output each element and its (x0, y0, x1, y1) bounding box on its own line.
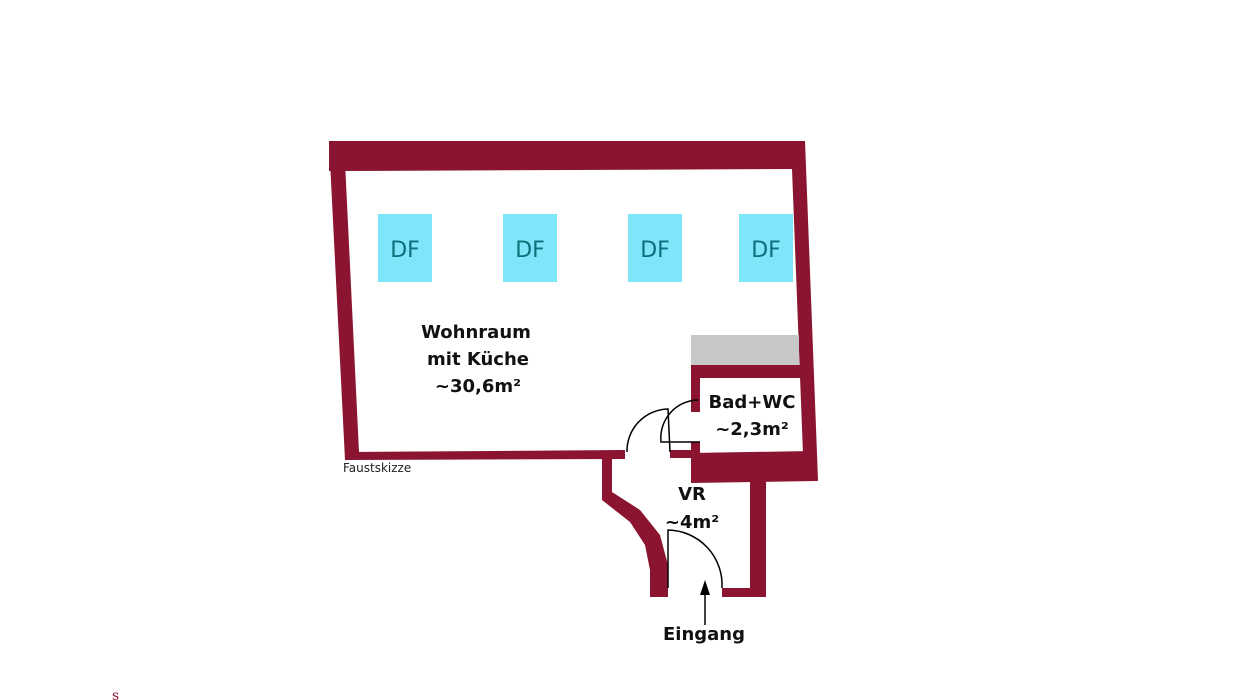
skylight-label: DF (751, 238, 781, 263)
skylight-label: DF (390, 238, 420, 263)
living-door-swing (626, 408, 671, 453)
entrance-arrow-icon (700, 580, 710, 625)
sketch-note: Faustskizze (343, 461, 411, 475)
walls (329, 141, 818, 597)
skylight (739, 214, 793, 282)
skylights: DF DF DF DF (378, 214, 793, 282)
bath-bottom-block (691, 451, 818, 483)
skylight-label: DF (515, 238, 545, 263)
left-wall (329, 141, 359, 460)
skylight (378, 214, 432, 282)
entrance-door-swing (667, 529, 723, 589)
living-room-name-2: mit Küche (427, 349, 529, 370)
vr-right-wall (722, 480, 766, 597)
bath-top-wall (691, 365, 806, 378)
bath-name: Bad+WC (709, 392, 796, 413)
skylight-label: DF (640, 238, 670, 263)
corner-mark: s (112, 688, 119, 700)
living-room-name: Wohnraum (421, 322, 531, 343)
doors (626, 399, 723, 589)
vr-left-wall (602, 455, 668, 597)
door-stub (670, 450, 691, 458)
skylight (628, 214, 682, 282)
entrance-label: Eingang (663, 624, 745, 645)
living-room-area: ~30,6m² (435, 376, 521, 397)
bottom-wall-living (345, 450, 625, 460)
bath-area: ~2,3m² (715, 419, 789, 440)
right-wall (792, 141, 818, 480)
grey-block (691, 335, 799, 365)
bath-left-wall-upper (691, 365, 700, 412)
top-wall (329, 141, 805, 171)
bath-door-swing (660, 399, 700, 443)
skylight (503, 214, 557, 282)
bath-left-wall-lower (691, 442, 700, 455)
hall-area: ~4m² (665, 512, 719, 533)
hall-name: VR (678, 484, 706, 505)
